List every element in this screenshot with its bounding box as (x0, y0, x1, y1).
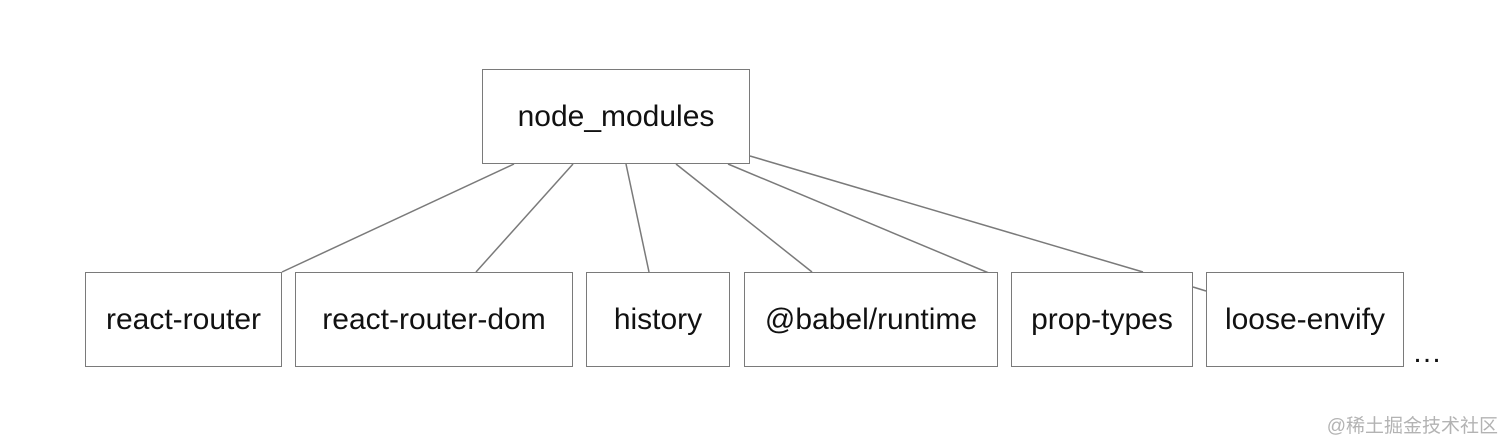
connector-babel-runtime (675, 163, 813, 273)
child-node-label: loose-envify (1224, 302, 1386, 336)
watermark: @稀土掘金技术社区 (1326, 416, 1498, 437)
connector-loose-envify (749, 155, 1144, 273)
connector-history (625, 163, 650, 273)
more-children-ellipsis: … (1412, 336, 1443, 369)
root-node-label: node_modules (517, 99, 715, 133)
child-node-loose-envify: loose-envify (1206, 272, 1404, 367)
child-node-prop-types: prop-types (1011, 272, 1193, 367)
child-node-label: react-router-dom (322, 302, 546, 336)
connector-loose-envify-tail (1192, 286, 1207, 292)
connector-prop-types (727, 163, 997, 277)
child-node-label: react-router (105, 302, 262, 336)
child-node-babel-runtime: @babel/runtime (744, 272, 998, 367)
child-node-history: history (586, 272, 730, 367)
child-node-label: prop-types (1031, 302, 1173, 336)
connector-react-router (281, 163, 515, 273)
connector-react-router-dom (475, 163, 574, 273)
root-node: node_modules (482, 69, 750, 164)
child-node-label: @babel/runtime (764, 302, 978, 336)
child-node-label: history (613, 302, 703, 336)
child-node-react-router-dom: react-router-dom (295, 272, 573, 367)
child-node-react-router: react-router (85, 272, 282, 367)
